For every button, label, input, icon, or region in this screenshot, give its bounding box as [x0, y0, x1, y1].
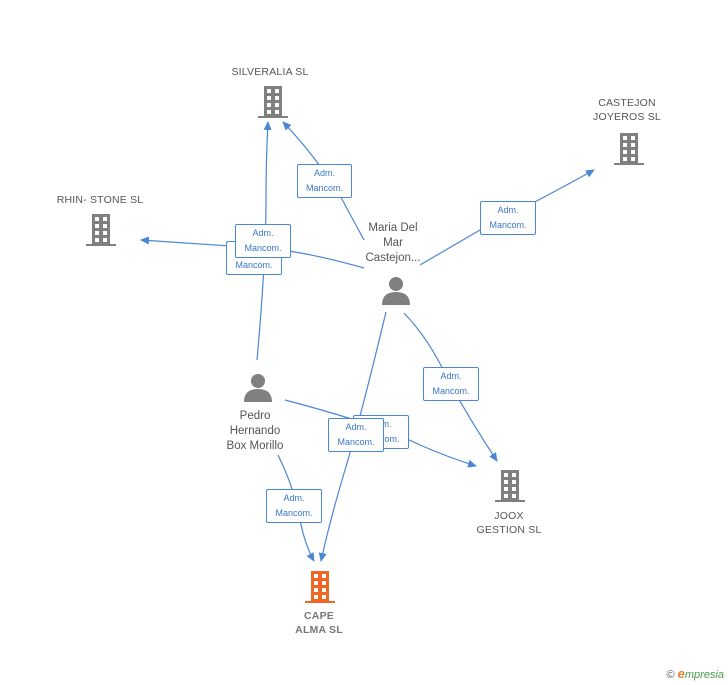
- empresia-logo: ©empresia: [666, 666, 724, 681]
- company-label-rhin-stone[interactable]: RHIN- STONE SL: [56, 194, 144, 206]
- edge-label-maria-capealma: Adm. Mancom.: [328, 418, 384, 452]
- person-label-pedro[interactable]: Pedro Hernando Box Morillo: [226, 410, 284, 452]
- person-label-maria[interactable]: Maria Del Mar Castejon...: [365, 222, 421, 264]
- building-icon: [614, 133, 644, 165]
- person-icon: [244, 374, 272, 402]
- building-icon: [495, 470, 525, 502]
- building-icon: [86, 214, 116, 246]
- person-icon: [382, 277, 410, 305]
- edge-pedro-joox: [284, 399, 477, 468]
- edge-label-maria-castejon: Adm. Mancom.: [480, 201, 536, 235]
- edge-pedro-silveralia: [256, 121, 272, 361]
- company-label-castejon-joyeros[interactable]: CASTEJON JOYEROS SL: [593, 97, 661, 123]
- edge-label-pedro-silveralia: Adm. Mancom.: [235, 224, 291, 258]
- company-label-cape-alma[interactable]: CAPE ALMA SL: [295, 610, 343, 636]
- company-label-joox-gestion[interactable]: JOOX GESTION SL: [476, 510, 542, 536]
- building-icon: [258, 86, 288, 118]
- edge-label-maria-joox: Adm. Mancom.: [423, 367, 479, 401]
- edge-label-pedro-capealma: Adm. Mancom.: [266, 489, 322, 523]
- focus-building-icon: [305, 571, 335, 603]
- edge-maria-capealma: [318, 311, 387, 562]
- company-label-silveralia[interactable]: SILVERALIA SL: [231, 66, 309, 78]
- edge-label-maria-silveralia: Adm. Mancom.: [297, 164, 352, 198]
